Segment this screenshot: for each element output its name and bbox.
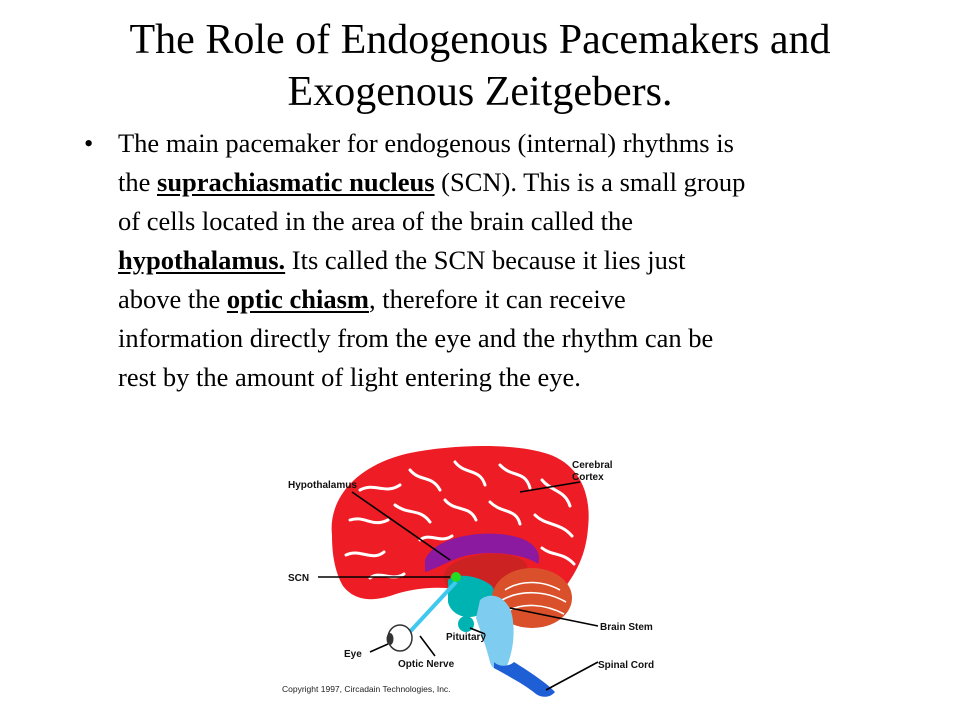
brain-stem-shape [476,595,514,670]
slide-title-line-1: The Role of Endogenous Pacemakers and [129,17,831,63]
figure-copyright: Copyright 1997, Circadain Technologies, … [282,684,451,694]
label-cerebral: Cerebral [572,460,613,471]
brain-diagram: Hypothalamus Cerebral Cortex SCN Brain S… [280,440,690,708]
cerebral-cortex-shape [331,446,589,600]
label-brain-stem: Brain Stem [600,622,653,633]
bullet-list: • The main pacemaker for endogenous (int… [78,124,880,397]
bullet-line-2: the suprachiasmatic nucleus (SCN). This … [118,167,746,197]
term-hypothalamus: hypothalamus. [118,245,286,275]
term-optic-chiasm: optic chiasm [226,284,369,314]
bullet-item: • The main pacemaker for endogenous (int… [78,124,880,397]
label-spinal-cord: Spinal Cord [598,660,654,671]
bullet-line-1: The main pacemaker for endogenous (inter… [118,128,734,158]
spinal-cord-shape [494,662,555,697]
bullet-line-3: of cells located in the area of the brai… [118,206,634,236]
cortex-sulci [344,460,576,580]
label-scn: SCN [288,573,309,584]
label-pituitary: Pituitary [446,632,486,643]
slide-title: The Role of Endogenous Pacemakers and Ex… [60,14,900,118]
label-hypothalamus: Hypothalamus [288,480,357,491]
slide-title-line-2: Exogenous Zeitgebers. [287,69,673,115]
bullet-line-6: information directly from the eye and th… [118,323,714,353]
bullet-line-7: rest by the amount of light entering the… [118,362,581,392]
label-cortex: Cortex [572,472,604,483]
optic-nerve-shape [404,580,458,638]
label-optic-nerve: Optic Nerve [398,659,455,670]
bullet-marker: • [84,128,94,158]
scn-dot [451,572,461,582]
bullet-line-5: above the optic chiasm, therefore it can… [118,284,626,314]
brain-diagram-svg: Hypothalamus Cerebral Cortex SCN Brain S… [282,446,654,697]
term-suprachiasmatic-nucleus: suprachiasmatic nucleus [157,167,435,197]
cerebellum-shape [492,568,572,628]
leader-lines [318,481,599,691]
corpus-callosum-shape [425,533,540,572]
pituitary-shape [458,616,474,632]
label-eye: Eye [344,649,362,660]
bullet-line-4: hypothalamus. Its called the SCN because… [118,245,686,275]
eye-icon [386,624,413,652]
